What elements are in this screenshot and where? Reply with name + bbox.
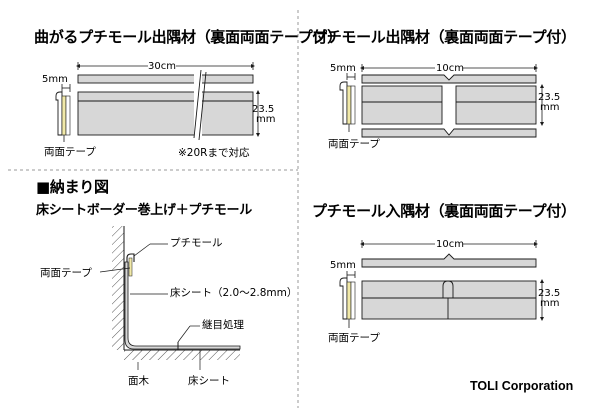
floor-hatch <box>124 350 240 360</box>
dim-10cm-label: 10cm <box>436 239 464 250</box>
inner-fold <box>442 280 454 298</box>
installation-title: ■納まり図 <box>36 178 109 196</box>
main-body-right <box>455 85 537 125</box>
profile-section <box>339 81 356 125</box>
dim-10cm-label: 10cm <box>436 63 464 74</box>
break-mark <box>193 68 207 141</box>
petit-mall-profile <box>126 253 135 262</box>
label-floor-sheet: 床シート <box>188 374 230 387</box>
dim-30cm-label: 30cm <box>148 61 176 72</box>
inner-corner-panel: プチモール入隅材（裏面両面テープ付） 10cm 5mm 両面テープ 23.5 m… <box>312 202 576 344</box>
label-petit-mall: プチモール <box>170 237 223 249</box>
installation-panel: ■納まり図 床シートボーダー巻上げ＋プチモール プチモール 両面テープ 床シート… <box>36 178 297 387</box>
dim-23-5-label: 23.5 <box>538 92 560 103</box>
dim-mm-label: mm <box>540 102 559 113</box>
dim-23-5-label: 23.5 <box>252 104 274 115</box>
dim-mm-label: mm <box>256 114 275 125</box>
outer-corner-title: プチモール出隅材（裏面両面テープ付） <box>312 28 576 46</box>
main-body <box>361 280 537 320</box>
bent-corner-panel: 曲がるプチモール出隅材（裏面両面テープ付） 30cm 5mm 両面テープ <box>34 28 342 159</box>
top-strip <box>361 253 537 268</box>
wall-hatch <box>112 226 124 350</box>
tape-label: 両面テープ <box>328 332 380 344</box>
bottom-strip <box>361 128 537 138</box>
label-baseboard: 面木 <box>128 375 149 387</box>
profile-section <box>55 91 71 136</box>
dim-5mm-label: 5mm <box>330 63 356 74</box>
panel-dividers <box>8 10 299 408</box>
top-strip <box>77 74 254 84</box>
dim-5mm-label: 5mm <box>330 260 356 271</box>
tape-strip <box>346 85 352 125</box>
profile-section <box>339 277 356 320</box>
dim-mm-label: mm <box>540 298 559 309</box>
tape-label: 両面テープ <box>44 146 96 158</box>
floor-sheet <box>124 261 241 350</box>
dim-23-5-label: 23.5 <box>538 288 560 299</box>
label-joint: 継目処理 <box>202 318 244 331</box>
dim-5mm-label: 5mm <box>42 74 68 85</box>
tape-label: 両面テープ <box>328 138 380 150</box>
brand-logo-text: TOLI Corporation <box>470 379 573 393</box>
main-body <box>77 91 254 136</box>
tape-strip <box>346 281 352 320</box>
bent-corner-title: 曲がるプチモール出隅材（裏面両面テープ付） <box>34 28 342 46</box>
tape-strip <box>61 95 67 136</box>
label-sheet-thickness: 床シート（2.0〜2.8mm） <box>170 286 297 299</box>
top-strip <box>361 74 537 84</box>
inner-corner-title: プチモール入隅材（裏面両面テープ付） <box>312 202 576 220</box>
radius-note: ※20Rまで対応 <box>178 146 250 159</box>
main-body-left <box>361 85 443 125</box>
installation-subtitle: 床シートボーダー巻上げ＋プチモール <box>36 202 252 218</box>
label-tape: 両面テープ <box>40 267 92 279</box>
outer-corner-panel: プチモール出隅材（裏面両面テープ付） 10cm 5mm 両面テープ 23.5 <box>312 28 576 150</box>
